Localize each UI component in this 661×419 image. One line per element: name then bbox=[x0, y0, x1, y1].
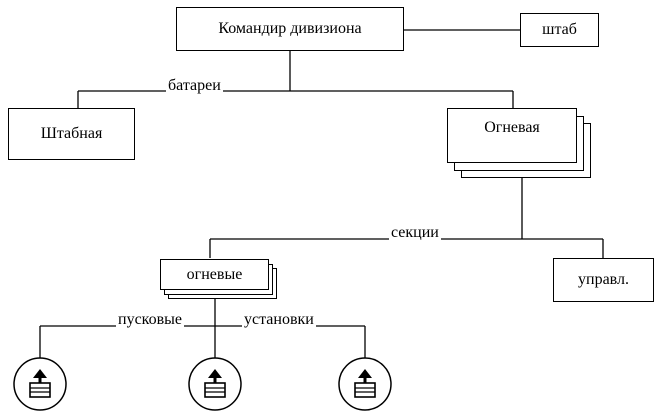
commander-label: Командир дивизиона bbox=[218, 20, 362, 37]
fire-sections-label: огневые bbox=[186, 265, 243, 283]
installations-label: установки bbox=[242, 311, 316, 329]
launcher-icon bbox=[338, 357, 392, 411]
launch-label: пусковые bbox=[116, 311, 185, 329]
sections-label: секции bbox=[389, 224, 441, 242]
staff-box: штаб bbox=[520, 13, 599, 47]
launcher-icon bbox=[188, 357, 242, 411]
staff-battery-label: Штабная bbox=[40, 125, 103, 142]
commander-box: Командир дивизиона bbox=[176, 7, 404, 51]
fire-battery-label: Огневая bbox=[484, 119, 540, 136]
staff-battery-box: Штабная bbox=[8, 108, 135, 160]
control-section-label: управл. bbox=[578, 271, 629, 288]
fire-sections-box: огневые bbox=[160, 259, 269, 290]
batteries-label: батареи bbox=[166, 77, 223, 95]
staff-label: штаб bbox=[542, 21, 577, 38]
fire-battery-box: Огневая bbox=[447, 108, 577, 163]
control-section-box: управл. bbox=[553, 258, 654, 302]
launcher-icon bbox=[13, 357, 67, 411]
